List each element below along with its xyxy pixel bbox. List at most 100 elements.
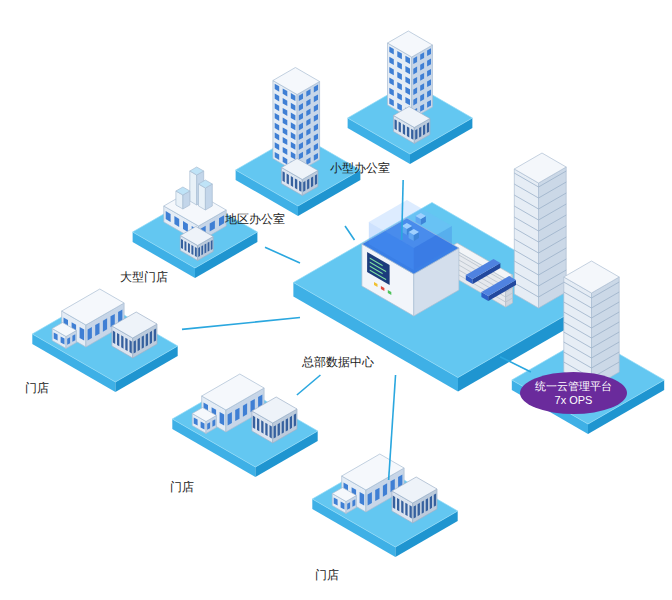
window bbox=[423, 124, 425, 135]
window bbox=[243, 403, 247, 416]
rack-line bbox=[514, 259, 566, 275]
window bbox=[426, 498, 428, 511]
tower bbox=[199, 184, 206, 210]
pipe bbox=[466, 259, 501, 279]
window bbox=[314, 104, 318, 112]
window bbox=[420, 94, 424, 102]
window bbox=[125, 338, 127, 351]
site-node: 小型办公室 bbox=[330, 30, 480, 180]
window bbox=[405, 66, 410, 74]
pipe bbox=[481, 276, 516, 296]
window bbox=[299, 142, 303, 150]
window bbox=[291, 93, 296, 101]
window bbox=[212, 419, 215, 427]
window bbox=[405, 56, 410, 64]
indicator bbox=[388, 290, 392, 295]
window bbox=[419, 127, 421, 138]
window bbox=[306, 148, 310, 156]
window bbox=[314, 124, 318, 132]
tower bbox=[190, 171, 197, 205]
rack-line bbox=[514, 281, 566, 297]
data-cube bbox=[402, 223, 412, 229]
window bbox=[121, 335, 123, 348]
window bbox=[427, 90, 431, 98]
window bbox=[282, 421, 284, 434]
window bbox=[427, 48, 431, 56]
window bbox=[261, 420, 263, 433]
window bbox=[389, 67, 394, 75]
window bbox=[299, 181, 301, 192]
window bbox=[117, 333, 119, 346]
window bbox=[314, 85, 318, 93]
screen-line bbox=[370, 258, 383, 267]
window bbox=[299, 132, 303, 140]
window bbox=[410, 505, 412, 518]
server-rack bbox=[514, 153, 566, 183]
window bbox=[291, 122, 296, 130]
window bbox=[253, 416, 255, 429]
window bbox=[397, 92, 402, 100]
window bbox=[201, 245, 203, 255]
firewall bbox=[450, 243, 512, 279]
window bbox=[257, 418, 259, 431]
window bbox=[88, 327, 92, 340]
server-rack bbox=[564, 261, 619, 293]
tower bbox=[190, 167, 204, 175]
screen bbox=[367, 252, 390, 285]
window bbox=[427, 69, 431, 77]
window bbox=[352, 499, 355, 507]
window bbox=[413, 87, 417, 95]
window bbox=[418, 503, 420, 516]
window bbox=[397, 103, 402, 111]
network-link bbox=[182, 318, 300, 330]
indicator bbox=[374, 282, 378, 287]
window bbox=[208, 242, 210, 252]
window bbox=[389, 88, 394, 96]
window bbox=[201, 421, 205, 429]
window bbox=[427, 79, 431, 87]
server-rack bbox=[514, 169, 538, 308]
server-rack bbox=[592, 277, 620, 388]
scene bbox=[32, 31, 664, 557]
network-link bbox=[402, 180, 403, 240]
window bbox=[397, 72, 402, 80]
window bbox=[413, 77, 417, 85]
window bbox=[174, 216, 179, 227]
window bbox=[183, 221, 188, 232]
window bbox=[54, 332, 58, 340]
window bbox=[315, 174, 317, 185]
window bbox=[341, 501, 345, 509]
window bbox=[283, 127, 288, 135]
window bbox=[347, 502, 350, 510]
window bbox=[210, 221, 215, 232]
office-building bbox=[412, 45, 433, 119]
window bbox=[413, 56, 417, 64]
window bbox=[299, 152, 303, 160]
window bbox=[405, 503, 407, 516]
window bbox=[166, 211, 171, 222]
rack-line bbox=[564, 302, 619, 318]
window bbox=[67, 337, 70, 345]
rack-line bbox=[564, 342, 619, 358]
rack-line bbox=[564, 312, 619, 328]
screen-line bbox=[370, 270, 386, 281]
window bbox=[314, 153, 318, 161]
window bbox=[413, 67, 417, 75]
site-label: 小型办公室 bbox=[330, 161, 390, 176]
office-building bbox=[297, 82, 320, 173]
window bbox=[103, 318, 107, 331]
window bbox=[395, 119, 397, 130]
window bbox=[220, 412, 225, 426]
rack-line bbox=[514, 248, 566, 264]
site-node: 大型门店 bbox=[120, 145, 265, 285]
network-link bbox=[265, 247, 300, 263]
window bbox=[314, 143, 318, 151]
window bbox=[146, 333, 148, 346]
badge-fill bbox=[520, 372, 627, 414]
rack-line bbox=[564, 292, 619, 308]
window bbox=[80, 327, 85, 341]
window bbox=[389, 77, 394, 85]
window bbox=[130, 340, 132, 353]
window bbox=[401, 500, 403, 513]
